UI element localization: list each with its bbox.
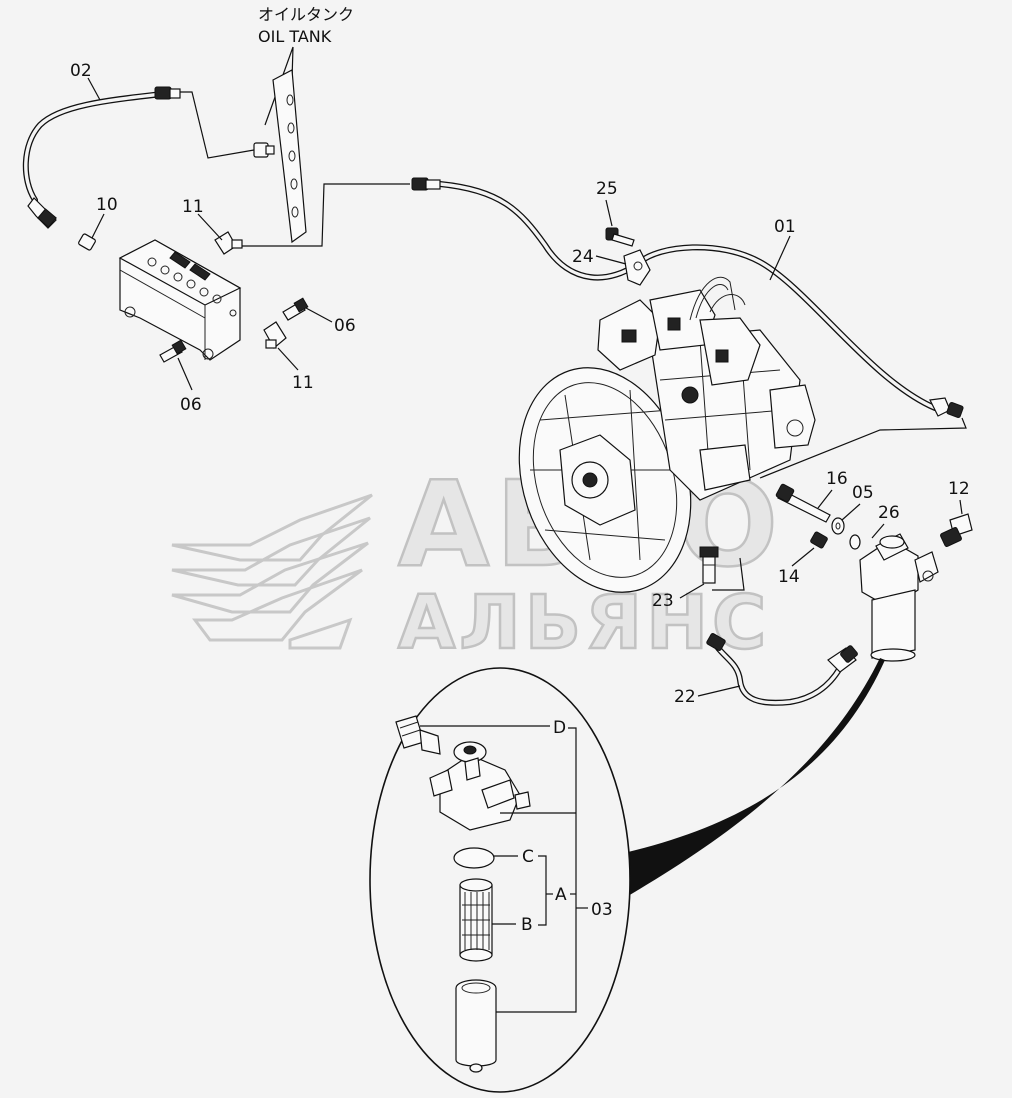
callout-D: D: [553, 718, 566, 738]
fitting-10: [78, 233, 96, 251]
callout-05: 05: [852, 483, 874, 503]
hydraulic-pump-assembly: [518, 276, 816, 593]
bolt-06-left: [159, 339, 187, 363]
detail-filter-bowl: [455, 979, 497, 1073]
bolt-25: [605, 227, 635, 247]
callout-06-right: 06: [334, 316, 356, 336]
bolt-06-right: [282, 297, 309, 321]
oil-tank-flange: [272, 69, 307, 244]
detail-o-ring: [453, 847, 495, 869]
callout-22: 22: [674, 687, 696, 707]
callout-25: 25: [596, 179, 618, 199]
callout-06-left: 06: [180, 395, 202, 415]
callout-23: 23: [652, 591, 674, 611]
oil-tank-label-en: OIL TANK: [258, 27, 332, 46]
detail-filter-head: [429, 741, 531, 831]
callout-16: 16: [826, 469, 848, 489]
elbow-fitting-11-bottom: [263, 321, 287, 349]
callout-A: A: [555, 885, 567, 905]
detail-adapter-fitting: [395, 715, 441, 755]
washer-26: [849, 534, 861, 550]
elbow-fitting-11-top: [214, 231, 243, 255]
hose-01: [411, 177, 964, 418]
callout-10: 10: [96, 195, 118, 215]
line-filter-assembly: [859, 533, 939, 662]
watermark-wing-icon: [171, 493, 373, 650]
fitting-12: [940, 513, 973, 547]
callout-11-bottom: 11: [292, 373, 314, 393]
clamp-24: [623, 249, 651, 286]
detail-view-circle: [369, 667, 631, 1093]
callout-24: 24: [572, 247, 594, 267]
callout-02: 02: [70, 61, 92, 81]
detail-filter-element: [459, 878, 493, 962]
hose-02: [22, 86, 181, 229]
callout-C: C: [522, 847, 534, 867]
watermark-line2: АЛЬЯНС: [398, 580, 770, 666]
washer-05: [831, 517, 845, 535]
callout-01: 01: [774, 217, 796, 237]
callout-03: 03: [591, 900, 613, 920]
callout-12: 12: [948, 479, 970, 499]
manifold-block: [118, 239, 242, 361]
callout-B: B: [521, 915, 533, 935]
callout-11-top: 11: [182, 197, 204, 217]
detail-view-pointer: [628, 658, 885, 896]
fitting-23: [699, 546, 719, 584]
oil-tank-label-jp: オイルタンク: [258, 5, 354, 24]
callout-14: 14: [778, 567, 800, 587]
tank-fitting: [253, 142, 275, 158]
callout-26: 26: [878, 503, 900, 523]
fitting-14: [810, 531, 828, 549]
bolt-16: [775, 483, 831, 523]
hose-22: [706, 633, 858, 706]
